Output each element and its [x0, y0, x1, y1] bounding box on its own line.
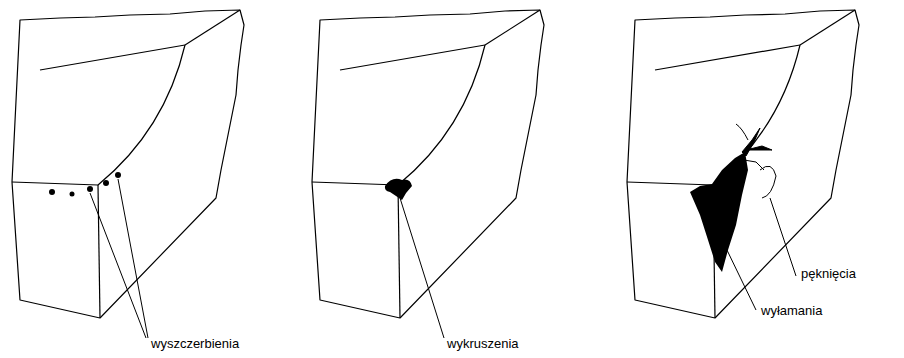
tool-drawing	[312, 10, 544, 318]
leader-line	[726, 198, 796, 310]
leader-line	[90, 179, 148, 338]
part-label: wykruszenia	[446, 336, 520, 351]
chipping-marks	[49, 172, 121, 197]
crumbling-mark	[385, 179, 412, 200]
tool-drawing	[12, 10, 244, 318]
part-label: wyłamania	[760, 303, 823, 318]
tool-drawing	[627, 10, 859, 318]
breakage-mark	[690, 152, 748, 272]
part-label: wyszczerbienia	[150, 336, 240, 351]
part-label: pęknięcia	[800, 266, 857, 281]
crack-marks	[736, 124, 776, 198]
leader-line	[400, 198, 444, 338]
